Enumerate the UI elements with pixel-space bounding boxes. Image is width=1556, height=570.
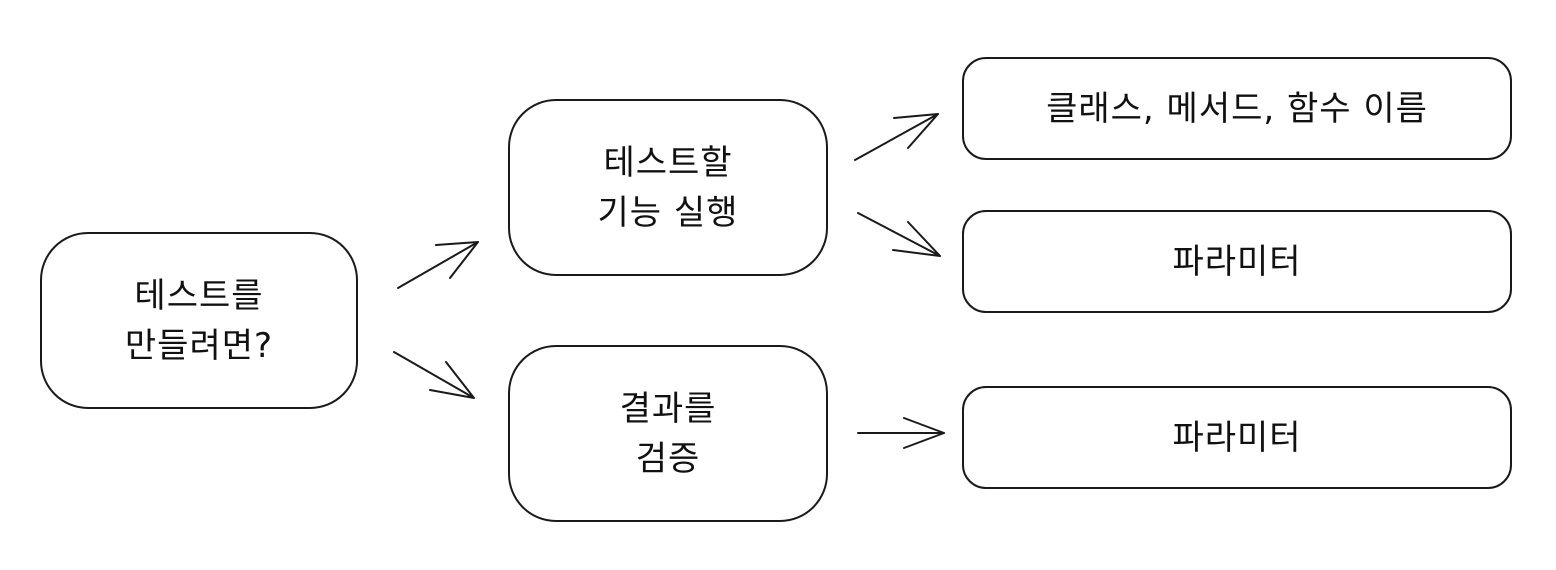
node-verify-result: 결과를 검증	[508, 345, 828, 522]
arrow-exec-to-names	[854, 113, 939, 161]
node-verify-result-line2: 검증	[635, 438, 701, 479]
node-names-label: 클래스, 메서드, 함수 이름	[1046, 88, 1428, 129]
node-parameter-exec-label: 파라미터	[1172, 241, 1302, 282]
node-run-feature: 테스트할 기능 실행	[508, 99, 828, 276]
arrow-exec-to-param1	[857, 212, 941, 257]
arrow-root-to-verify	[393, 351, 475, 399]
node-make-test: 테스트를 만들려면?	[40, 232, 358, 409]
node-parameter-verify-label: 파라미터	[1172, 417, 1302, 458]
node-parameter-exec: 파라미터	[962, 210, 1512, 313]
node-make-test-line1: 테스트를	[134, 275, 264, 316]
node-make-test-line2: 만들려면?	[124, 325, 274, 366]
arrow-verify-to-param2	[857, 417, 945, 449]
arrow-root-to-exec	[397, 241, 479, 289]
node-run-feature-line1: 테스트할	[603, 142, 733, 183]
node-names: 클래스, 메서드, 함수 이름	[962, 57, 1512, 160]
node-run-feature-line2: 기능 실행	[597, 192, 739, 233]
node-parameter-verify: 파라미터	[962, 386, 1512, 489]
node-verify-result-line1: 결과를	[619, 388, 717, 429]
